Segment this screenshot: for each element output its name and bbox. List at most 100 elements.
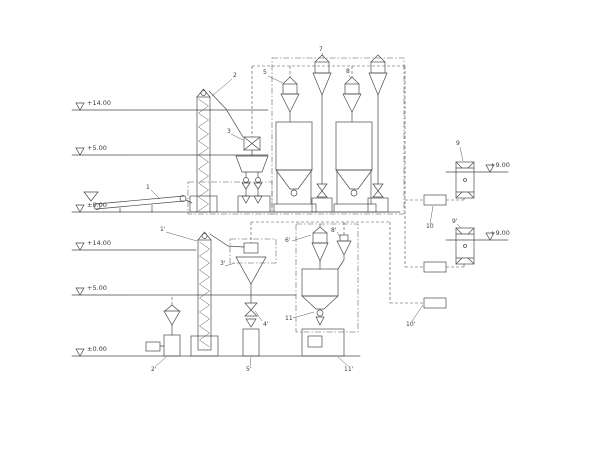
cyclone-cone	[280, 93, 300, 113]
unit-base	[237, 195, 271, 213]
equipment-number: 4'	[263, 321, 269, 328]
label-1-prime: 1'	[160, 226, 198, 242]
elevation-marker: +9.00	[485, 161, 510, 173]
label-10: 10	[426, 205, 434, 230]
label-11-prime: 11'	[337, 356, 354, 373]
duct-lines-top	[251, 65, 465, 268]
filter-box	[314, 61, 330, 74]
rotary-valve	[350, 189, 358, 197]
cyclone-3-prime-unit	[235, 242, 267, 357]
valve-cone	[244, 302, 258, 311]
bin-b	[333, 121, 377, 213]
label-3-prime: 3'	[220, 260, 236, 267]
small-fan-box	[145, 341, 161, 352]
fan-body	[455, 227, 475, 265]
aspirator-2-prime-unit	[145, 296, 181, 357]
cyclone-5	[280, 76, 300, 123]
conveyor-pulley	[179, 195, 187, 202]
fan-shaft	[463, 244, 467, 248]
boundary-cyclone-3p	[229, 238, 277, 264]
duct-lines-bottom	[250, 221, 424, 304]
rotary-valve	[290, 189, 298, 197]
elevation-marker: ±0.00	[75, 201, 107, 213]
fan-shaft	[463, 178, 467, 182]
bin-body	[275, 121, 313, 171]
equipment-number: 1'	[160, 226, 166, 233]
fan-9	[455, 161, 475, 199]
elevation-marker: +5.00	[75, 284, 107, 296]
airlock-10a	[423, 194, 447, 206]
airlock-10b	[423, 261, 447, 273]
equipment-number: 5	[263, 69, 267, 76]
cyclone-cap	[339, 234, 349, 242]
elevation-label: +9.00	[490, 161, 510, 169]
bin-body	[301, 268, 339, 297]
elevation-label: ±0.00	[87, 345, 107, 353]
bin-base	[273, 203, 317, 213]
bin-hopper	[335, 169, 373, 190]
bin-base	[333, 203, 377, 213]
bucket-elevator-1-prime	[190, 231, 245, 357]
discharge-valve	[243, 177, 249, 183]
elevation-marker: +5.00	[75, 144, 107, 156]
discharge-valve	[255, 177, 261, 183]
label-11: 11	[285, 311, 315, 322]
label-10-prime: 10'	[406, 304, 424, 328]
discharge-spout	[209, 233, 245, 248]
rotary-valve	[316, 309, 324, 317]
elevator-head	[197, 231, 212, 241]
label-3: 3	[227, 128, 244, 141]
elevation-label: +14.00	[87, 239, 111, 247]
label-2-prime: 2'	[151, 356, 167, 373]
boundary-top-cyclone-group	[271, 57, 405, 215]
boundary-bottom-bin-group	[295, 223, 359, 333]
equipment-number: 8'	[331, 227, 337, 234]
airlock-10c	[423, 297, 447, 309]
bagging-box	[242, 328, 260, 357]
cyclone-cone	[368, 72, 388, 96]
bin-hopper	[301, 295, 339, 310]
fan-9-prime	[455, 227, 475, 265]
equipment-number: 9'	[452, 218, 458, 225]
boundary-elevator-boot-group	[187, 181, 273, 215]
equipment-number: 11'	[344, 366, 354, 373]
cyclone-cone	[311, 242, 329, 262]
bin-a	[273, 121, 317, 213]
equipment-number: 3	[227, 128, 231, 135]
elevation-label: ±0.00	[87, 201, 107, 209]
bin-hopper	[275, 169, 313, 190]
elevation-label: +5.00	[87, 284, 107, 292]
label-5-prime: 5'	[246, 356, 252, 373]
elevation-label: +14.00	[87, 99, 111, 107]
cyclone-cone	[235, 256, 267, 285]
valve-cone	[244, 309, 258, 317]
equipment-number: 3'	[220, 260, 226, 267]
head-pulley	[200, 90, 207, 96]
elevation-label: +9.00	[490, 229, 510, 237]
elevation-label: +5.00	[87, 144, 107, 152]
cyclone-top-box	[243, 242, 259, 254]
discharge-spout	[208, 90, 244, 138]
equipment-labels: 1 2 3 5 7 8 9 9' 10 10' 1' 2' 3' 4' 5' 6…	[146, 46, 464, 373]
cyclone-8-prime	[336, 222, 352, 270]
equipment-number: 10'	[406, 321, 416, 328]
belt-conveyor-1	[83, 191, 193, 213]
elevator-belt	[199, 241, 210, 348]
elevation-markers: +14.00 +5.00 ±0.00 +14.00 +5.00 ±0.00 +9…	[75, 99, 510, 357]
filter-box	[282, 83, 298, 95]
label-8: 8	[346, 68, 352, 80]
cyclone-7	[311, 54, 333, 213]
label-8-prime: 8'	[331, 227, 341, 238]
label-9-prime: 9'	[452, 218, 462, 229]
discharge-base	[311, 197, 333, 213]
elevation-marker: +14.00	[75, 99, 111, 111]
cyclone-cone	[312, 72, 332, 96]
equipment-number: 1	[146, 184, 150, 191]
label-2: 2	[211, 72, 237, 97]
elevation-marker: ±0.00	[75, 345, 107, 357]
hopper-funnel	[235, 155, 269, 173]
elevator-belt	[198, 98, 209, 212]
label-5: 5	[263, 69, 284, 84]
